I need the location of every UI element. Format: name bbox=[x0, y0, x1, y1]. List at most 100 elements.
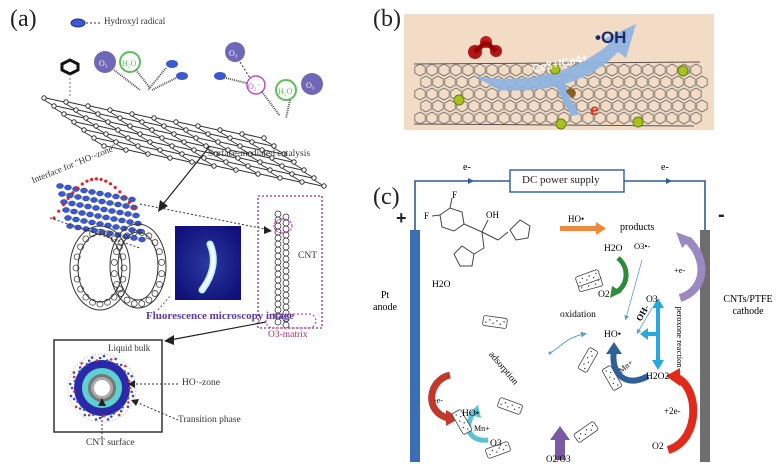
circuit-wire-right bbox=[624, 180, 706, 230]
graphene-atom bbox=[205, 131, 211, 137]
hydroxyl-radical bbox=[110, 216, 118, 222]
cnt-fragment bbox=[578, 347, 598, 373]
hydroxyl-radical bbox=[82, 195, 90, 202]
hydroxyl-radical bbox=[62, 207, 70, 213]
o3-matrix-label: O3-matrix bbox=[268, 330, 308, 340]
panel-b: •OH Ce3+/Ce4+ e bbox=[404, 14, 714, 130]
cnt-fragment bbox=[497, 397, 523, 415]
dc-power-supply-box bbox=[509, 169, 625, 193]
graphene-atom bbox=[151, 115, 157, 121]
liquid-bulk-label: Liquid bulk bbox=[108, 343, 151, 353]
hydroxyl-radical-legend-icon bbox=[70, 18, 86, 28]
graphene-atom bbox=[249, 139, 255, 145]
hydroxyl-radical bbox=[138, 236, 146, 243]
anode-electron-loss-label: -e- bbox=[434, 396, 443, 405]
graphene-atom bbox=[51, 103, 57, 109]
interface-dot bbox=[75, 186, 80, 190]
cathode-h2o-label: H2O bbox=[604, 244, 623, 254]
graphene-atom bbox=[81, 127, 87, 133]
hydroxyl-radical bbox=[72, 216, 80, 223]
fluorine-label-top: F bbox=[452, 190, 458, 200]
hydroxyl-radical bbox=[94, 213, 102, 219]
graphene-atom bbox=[257, 159, 263, 165]
graphene-atom bbox=[255, 171, 261, 177]
h2o-molecule bbox=[119, 51, 141, 73]
hydroxyl-radical bbox=[90, 227, 98, 234]
surface-catalysis-caption: Surface-mediated catalysis bbox=[208, 149, 311, 159]
graphene-atom bbox=[299, 179, 305, 185]
electron-flow-right: e- bbox=[661, 162, 669, 173]
interface-dot bbox=[127, 200, 131, 204]
graphene-atom bbox=[183, 127, 189, 133]
hydroxyl-radical bbox=[214, 72, 226, 80]
svg-text:O₃: O₃ bbox=[99, 59, 108, 68]
graphene-atom bbox=[201, 155, 207, 161]
cnt-fragment bbox=[575, 269, 601, 287]
hydroxyl-radical bbox=[108, 208, 116, 214]
graphene-atom bbox=[289, 171, 295, 177]
h2o-molecule bbox=[275, 79, 297, 101]
interface-dot bbox=[61, 202, 66, 207]
anode-metal-label: Mn+ bbox=[474, 424, 490, 433]
cathode-o3-label: O3 bbox=[646, 295, 658, 305]
graphene-atom bbox=[311, 175, 317, 181]
hydroxyl-radical bbox=[122, 203, 130, 209]
hydroxyl-group-label: OH bbox=[486, 210, 499, 220]
hydroxyl-radical bbox=[80, 218, 88, 224]
cnt-fragment bbox=[452, 409, 472, 435]
graphene-atom bbox=[181, 139, 187, 145]
graphene-atom bbox=[105, 119, 111, 125]
two-electron-label: +2e- bbox=[664, 406, 681, 416]
hydroxyl-radical bbox=[56, 183, 64, 189]
single-electron-label: +e- bbox=[674, 265, 686, 275]
graphene-atom bbox=[227, 135, 233, 141]
hydroxyl-radical bbox=[112, 224, 120, 230]
hydroxyl-radical-legend-label: Hydroxyl radical bbox=[104, 16, 166, 26]
interface-dot bbox=[113, 185, 117, 190]
interface-dot bbox=[118, 190, 122, 194]
anode-label-line1: Pt bbox=[380, 290, 390, 301]
hydroxyl-radical bbox=[116, 209, 124, 216]
transition-phase-label: Transition phase bbox=[178, 415, 241, 425]
graphene-atom bbox=[271, 143, 277, 149]
graphene-atom bbox=[291, 159, 297, 165]
graphene-atom bbox=[147, 139, 153, 145]
h2o2-generation-arrow bbox=[666, 372, 698, 454]
graphene-atom bbox=[279, 163, 285, 169]
graphene-atom bbox=[71, 119, 77, 125]
graphene-atom bbox=[233, 167, 239, 173]
oxidation-label: oxidation bbox=[560, 310, 596, 320]
cathode-ho-label: HO• bbox=[604, 330, 622, 340]
o3-molecule bbox=[225, 42, 245, 62]
hydroxyl-radical bbox=[166, 60, 178, 68]
hydroxyl-radical bbox=[106, 200, 114, 206]
circuit-wire-left bbox=[414, 180, 510, 230]
cathode-label: CNTs/PTFE cathode bbox=[716, 294, 780, 318]
hydroxyl-radical bbox=[102, 214, 110, 221]
metal-catalysis-arrow-anode bbox=[466, 410, 489, 443]
graphene-atom bbox=[115, 127, 121, 133]
anode-oxidation-arrow bbox=[428, 371, 452, 422]
hydroxyl-radical bbox=[80, 187, 88, 194]
graphene-atom bbox=[215, 139, 221, 145]
panel-a: O₃ H₂O O₃ O₂⁻ H₂O O₃ bbox=[30, 16, 365, 448]
graphene-atom bbox=[267, 167, 273, 173]
graphene-atom bbox=[171, 131, 177, 137]
anode-label: Pt anode bbox=[362, 290, 408, 314]
graphene-atom bbox=[169, 143, 175, 149]
hydroxyl-radical bbox=[64, 215, 72, 221]
hydroxyl-radical bbox=[112, 193, 120, 200]
anode-ho-label: HO• bbox=[462, 409, 480, 419]
cnt-surface-label: CNT surface bbox=[86, 438, 135, 448]
graphene-atom bbox=[191, 147, 197, 153]
panel-c-label: (c) bbox=[373, 184, 400, 210]
o3-molecule bbox=[301, 73, 323, 95]
hydroxyl-radical bbox=[68, 200, 76, 207]
peroxone-reaction-label: peroxone reaction bbox=[675, 306, 685, 368]
interface-dot bbox=[122, 195, 127, 199]
graphene-atom bbox=[195, 123, 201, 129]
hydroxyl-radical bbox=[118, 217, 126, 224]
graphene-atom bbox=[83, 115, 89, 121]
hydroxyl-radical bbox=[74, 194, 82, 200]
interface-dot bbox=[99, 177, 103, 182]
